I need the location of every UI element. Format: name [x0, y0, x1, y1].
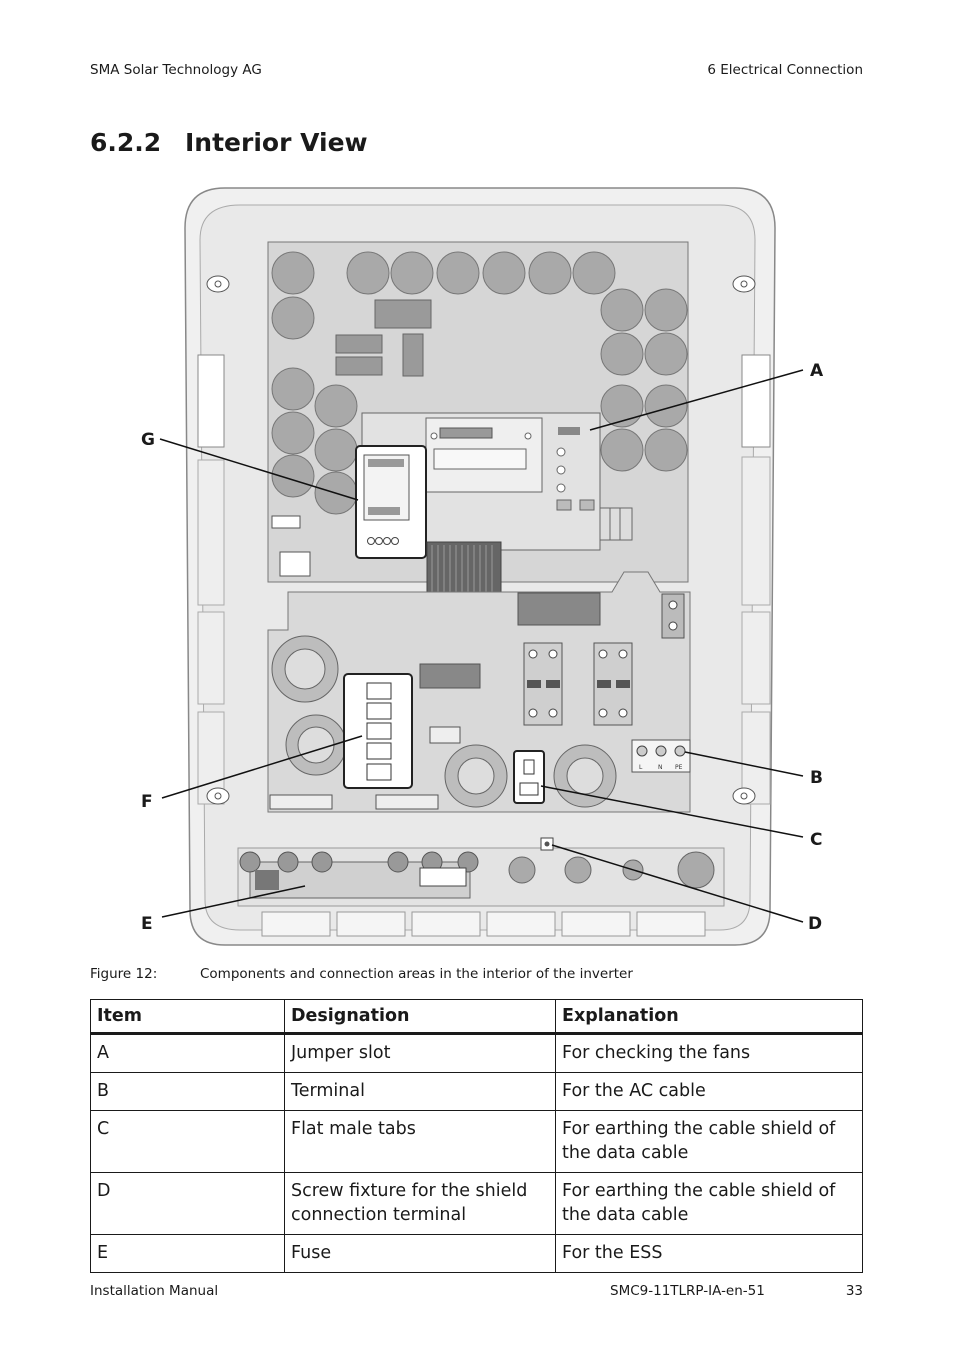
- table-header-row: Item Designation Explanation: [90, 999, 863, 1035]
- callout-e: E: [141, 914, 153, 934]
- cell-item: C: [90, 1110, 285, 1173]
- callout-g: G: [141, 430, 155, 450]
- header-explanation: Explanation: [555, 999, 863, 1035]
- cell-item: E: [90, 1234, 285, 1273]
- header-item: Item: [90, 999, 285, 1035]
- section-title: Interior View: [185, 128, 368, 157]
- cell-explanation: For the ESS: [555, 1234, 863, 1273]
- callout-a: A: [810, 361, 824, 381]
- cell-designation: Fuse: [284, 1234, 556, 1273]
- figure-caption: Figure 12: Components and connection are…: [90, 966, 633, 982]
- cell-designation: Jumper slot: [284, 1033, 556, 1073]
- table-row: A Jumper slot For checking the fans: [90, 1033, 863, 1073]
- terminal-label-n: N: [658, 764, 663, 771]
- section-heading: 6.2.2 Interior View: [90, 128, 368, 157]
- cell-explanation: For checking the fans: [555, 1033, 863, 1073]
- cell-explanation: For earthing the cable shield of the dat…: [555, 1172, 863, 1235]
- table-row: D Screw fixture for the shield connectio…: [90, 1172, 863, 1235]
- footer-manual: Installation Manual: [90, 1283, 219, 1299]
- inverter-interior-figure: L N PE A B C D E F G: [141, 187, 824, 946]
- section-number: 6.2.2: [90, 128, 162, 157]
- callout-d: D: [808, 914, 822, 934]
- footer-page-number: 33: [845, 1283, 863, 1299]
- footer-doc-id: SMC9-11TLRP-IA-en-51: [610, 1283, 765, 1299]
- callout-c: C: [810, 830, 822, 850]
- cell-explanation: For earthing the cable shield of the dat…: [555, 1110, 863, 1173]
- header-chapter: 6 Electrical Connection: [707, 62, 863, 78]
- cell-designation: Terminal: [284, 1072, 556, 1111]
- terminal-label-l: L: [639, 764, 643, 771]
- header-company: SMA Solar Technology AG: [90, 62, 262, 78]
- header-designation: Designation: [284, 999, 556, 1035]
- callout-b: B: [810, 768, 823, 788]
- table-row: C Flat male tabs For earthing the cable …: [90, 1110, 863, 1173]
- caption-label: Figure 12:: [90, 966, 158, 982]
- cell-designation: Screw fixture for the shield connection …: [284, 1172, 556, 1235]
- terminal-label-pe: PE: [675, 764, 683, 771]
- cell-explanation: For the AC cable: [555, 1072, 863, 1111]
- cell-designation: Flat male tabs: [284, 1110, 556, 1173]
- cell-item: D: [90, 1172, 285, 1235]
- table-row: B Terminal For the AC cable: [90, 1072, 863, 1111]
- callout-f: F: [141, 792, 153, 812]
- cell-item: A: [90, 1033, 285, 1073]
- caption-text: Components and connection areas in the i…: [200, 966, 633, 982]
- cell-item: B: [90, 1072, 285, 1111]
- components-table: Item Designation Explanation A Jumper sl…: [90, 999, 863, 1273]
- table-row: E Fuse For the ESS: [90, 1234, 863, 1273]
